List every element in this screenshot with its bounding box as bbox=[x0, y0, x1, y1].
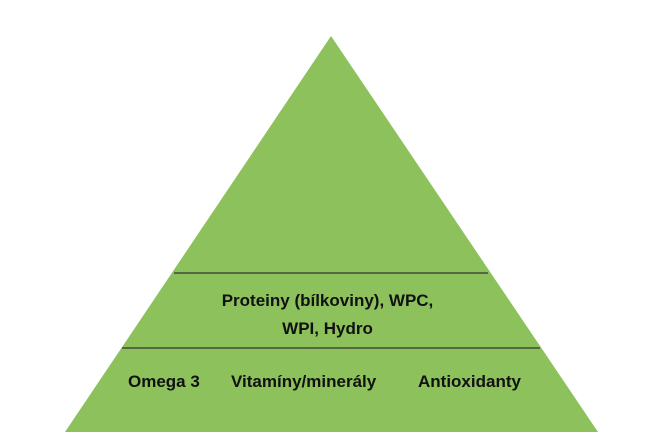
bottom-level-item-omega: Omega 3 bbox=[128, 372, 200, 391]
middle-level-text-line-2: WPI, Hydro bbox=[282, 319, 373, 338]
pyramid-triangle bbox=[65, 36, 598, 432]
bottom-level-item-vitamins: Vitamíny/minerály bbox=[231, 372, 377, 391]
middle-level-text-line-1: Proteiny (bílkoviny), WPC, bbox=[221, 291, 434, 310]
bottom-level-item-antioxidants: Antioxidanty bbox=[418, 372, 521, 391]
